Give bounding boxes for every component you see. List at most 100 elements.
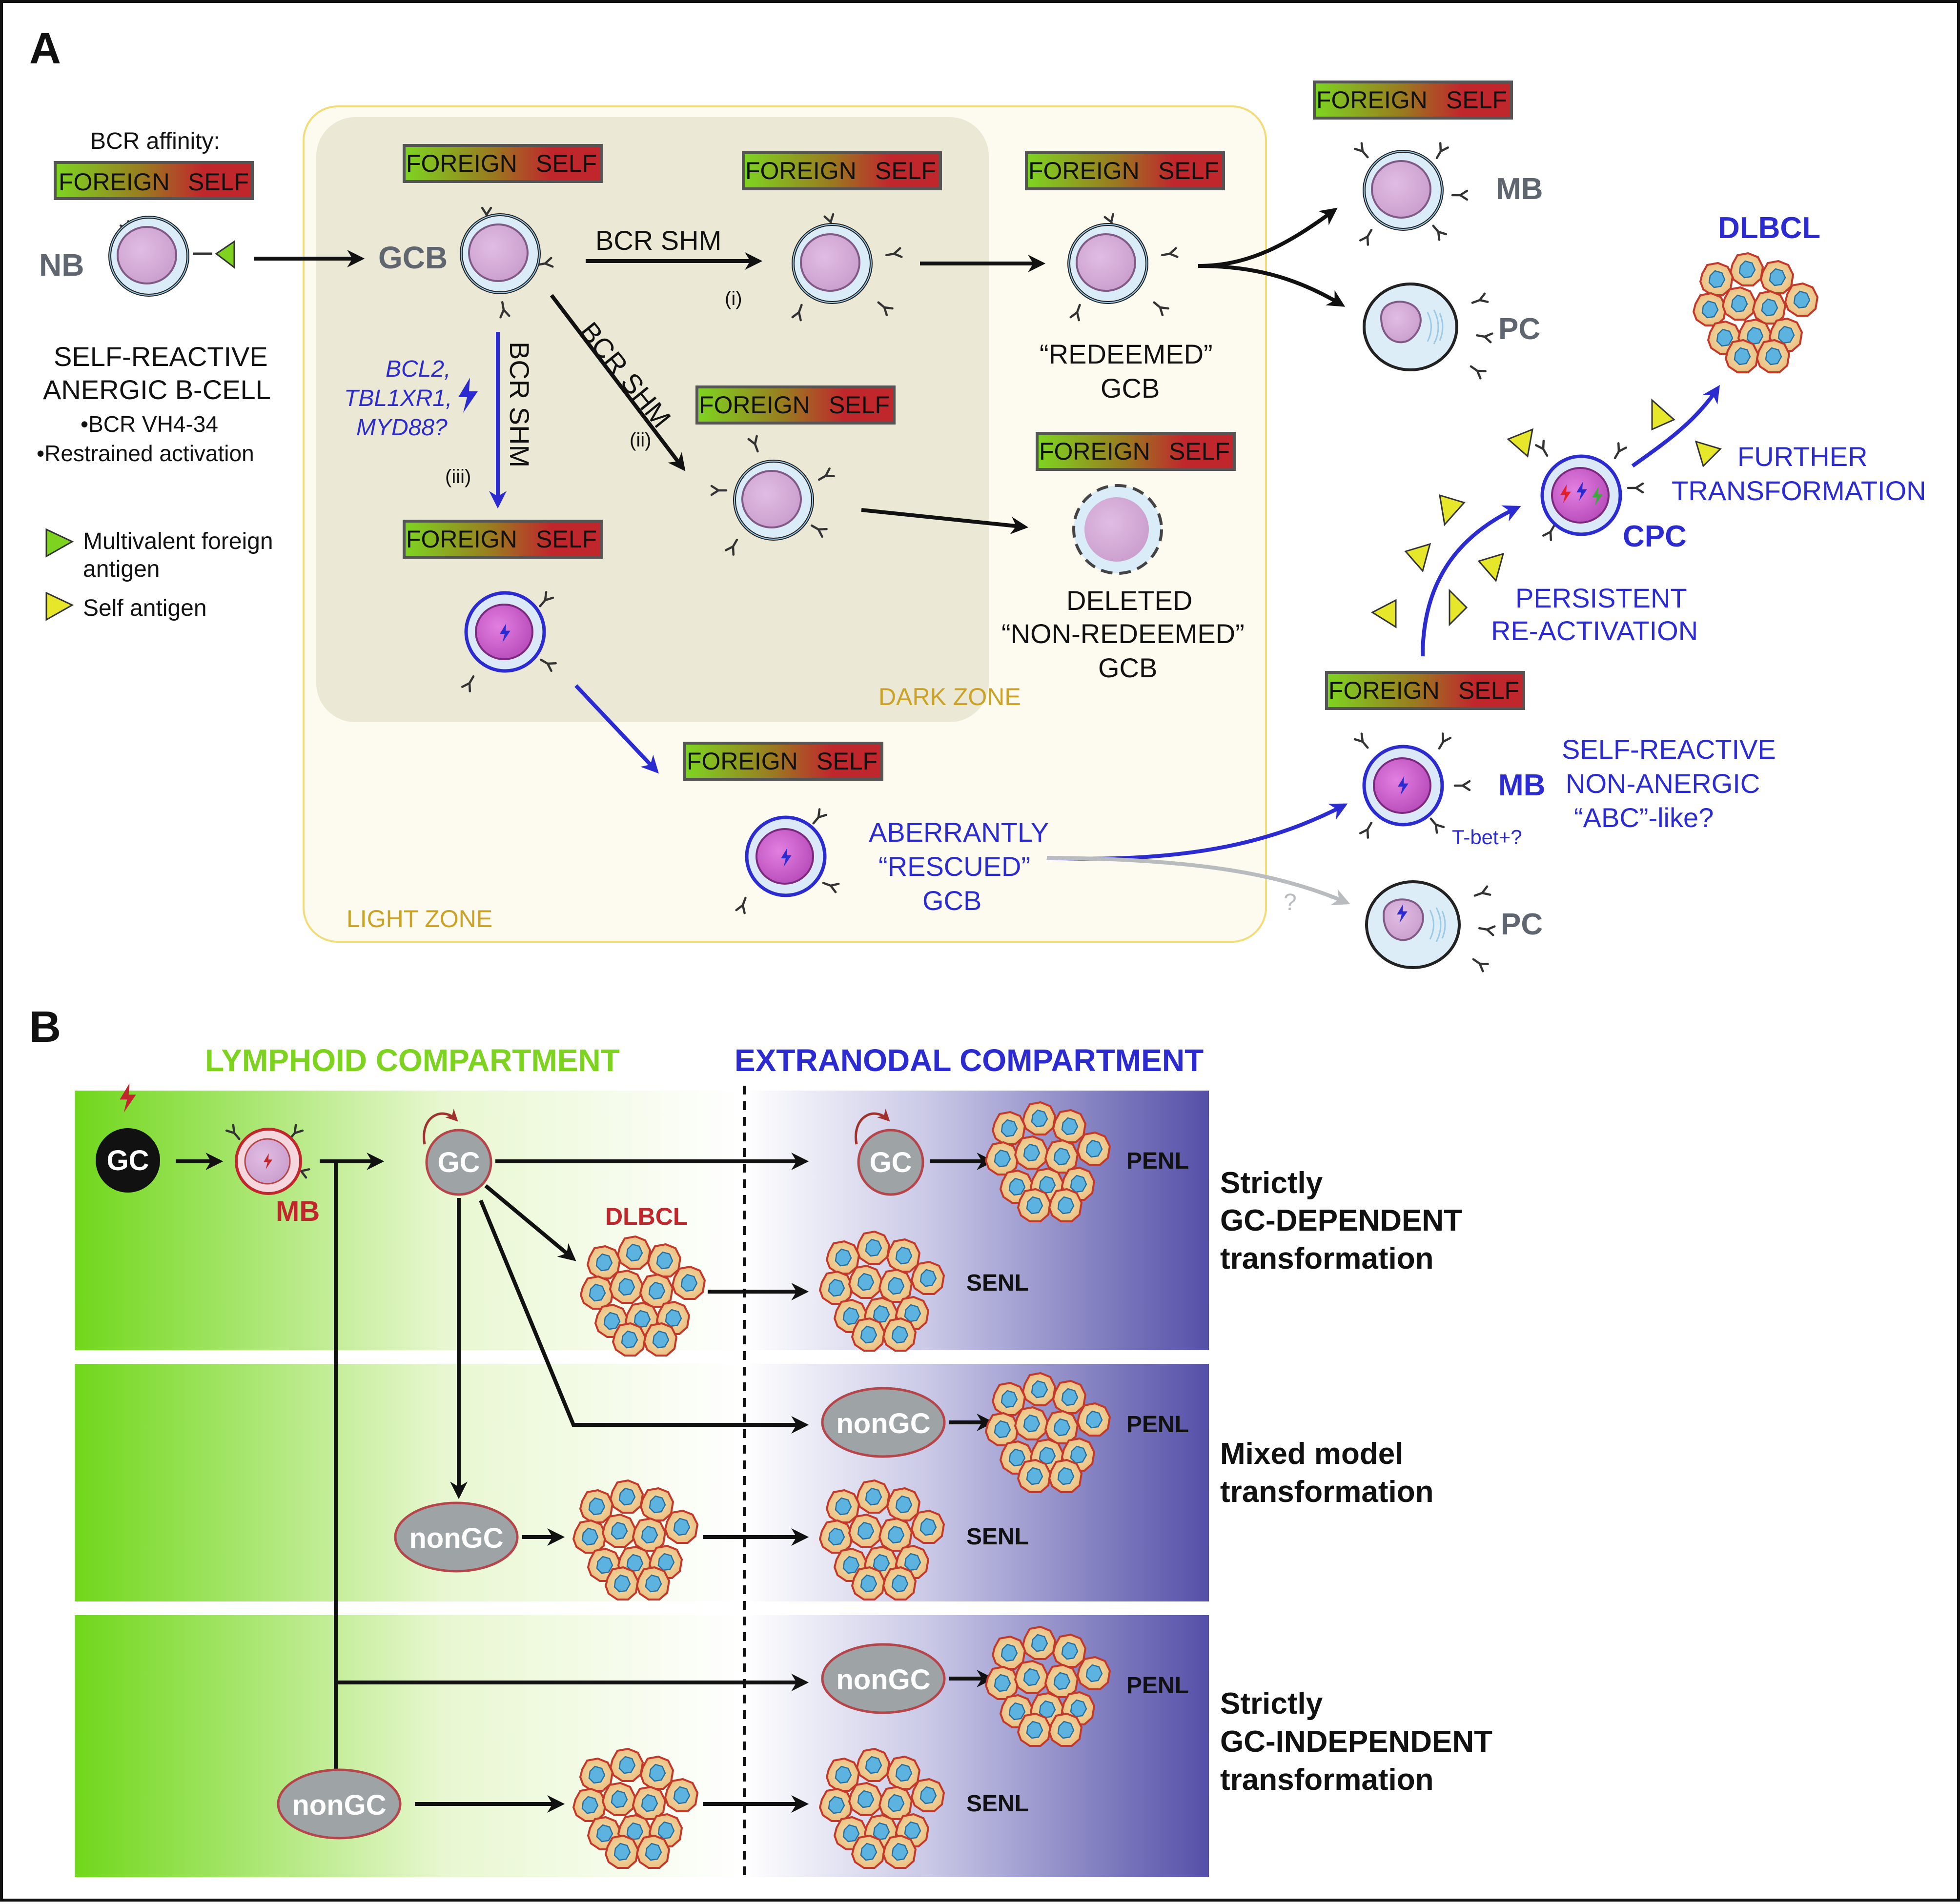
gc2-label: GC	[438, 1147, 480, 1178]
mutations-line3: MYD88?	[356, 415, 448, 441]
affinity-bar-redeemed: FOREIGN SELF	[1025, 151, 1225, 190]
deleted-line2: “NON-REDEEMED”	[1001, 618, 1245, 649]
panel-a: A DARK ZONE LIGHT ZONE FOREIGN SELF BCR …	[29, 24, 1926, 971]
mutations-line1: BCL2,	[386, 356, 450, 382]
nongc-extranodal-node-1	[821, 1387, 946, 1458]
mb-node-b	[226, 1125, 309, 1195]
gc-extranodal-label: GC	[870, 1147, 912, 1178]
gc2-node	[423, 1109, 492, 1196]
bar-self-label: SELF	[875, 157, 936, 184]
mb-cell-self-reactive	[1355, 733, 1470, 837]
nb-label: NB	[39, 247, 84, 283]
senl-label-2: SENL	[966, 1524, 1029, 1550]
bar-foreign-label: FOREIGN	[406, 526, 517, 553]
mb-label-self-reactive: MB	[1498, 769, 1545, 802]
nb-bullet1: •BCR VH4-34	[81, 411, 218, 437]
penl-label-2: PENL	[1126, 1412, 1189, 1438]
bar-self-label: SELF	[817, 748, 878, 775]
persistent-line1: PERSISTENT	[1515, 583, 1687, 613]
band-gc-independent	[75, 1615, 1209, 1877]
bcr-shm-i-label: BCR SHM	[595, 225, 721, 256]
penl-label-3: PENL	[1126, 1673, 1189, 1699]
arrow-ii-to-deleted	[861, 508, 1029, 534]
nongc-extranodal-node-3	[821, 1643, 946, 1714]
arrow-gcb-to-ii	[550, 294, 686, 471]
panel-b: B LYMPHOID COMPARTMENT EXTRANODAL COMPAR…	[29, 1003, 1492, 1879]
path-i-label: (i)	[725, 288, 742, 309]
bar-self-label: SELF	[1169, 438, 1230, 465]
mb-cell-top	[1355, 143, 1467, 244]
model1-line1: Strictly	[1220, 1166, 1323, 1200]
bar-self-label: SELF	[1458, 677, 1519, 704]
pc-cell-bottom	[1367, 882, 1494, 971]
nongc-lymphoid-node-4	[277, 1768, 402, 1840]
bcr-shm-iii-label: BCR SHM	[504, 342, 535, 467]
model2-line1: Mixed model	[1220, 1437, 1404, 1471]
self-reactive-line3: “ABC”-like?	[1574, 802, 1714, 833]
bar-self-label: SELF	[536, 150, 597, 177]
nb-cell	[110, 217, 235, 295]
mb-label-top: MB	[1496, 172, 1543, 206]
arrow-rescued-to-pc	[1046, 856, 1350, 906]
bar-self-label: SELF	[188, 168, 249, 196]
dark-zone-label: DARK ZONE	[878, 683, 1021, 710]
nb-bullet2: •Restrained activation	[37, 441, 254, 466]
affinity-bar-deleted: FOREIGN SELF	[1036, 432, 1236, 471]
nb-desc-line1: SELF-REACTIVE	[54, 341, 268, 372]
self-reactive-line2: NON-ANERGIC	[1566, 768, 1760, 799]
arrow-redeemed-to-pc	[1198, 264, 1346, 307]
bar-self-label: SELF	[536, 526, 597, 553]
redeemed-line2: GCB	[1101, 373, 1160, 404]
arrow-gc2-to-dlbcl	[484, 1184, 576, 1261]
model1-line3: transformation	[1220, 1242, 1433, 1276]
nongc-lymphoid-label-4: nonGC	[292, 1789, 386, 1821]
model3-line1: Strictly	[1220, 1687, 1323, 1721]
pc-cell-top	[1364, 284, 1492, 378]
rescued-line2: “RESCUED”	[878, 851, 1030, 882]
bar-self-label: SELF	[829, 391, 890, 419]
bar-self-label: SELF	[1158, 157, 1219, 184]
rescued-line1: ABERRANTLY	[869, 817, 1049, 848]
extranodal-compartment-title: EXTRANODAL COMPARTMENT	[735, 1043, 1204, 1078]
affinity-bar-ii: FOREIGN SELF	[695, 385, 896, 425]
arrow-cpc-to-dlbcl	[1631, 385, 1720, 468]
arrow-gc2-to-nongc-extranodal	[479, 1199, 809, 1434]
legend-multivalent-line1: Multivalent foreign	[83, 528, 273, 554]
model2-line2: transformation	[1220, 1475, 1433, 1509]
panel-a-label: A	[29, 24, 61, 73]
arrow-mb-to-cpc	[1421, 505, 1521, 657]
legend-foreign-antigen-icon	[45, 528, 74, 558]
model3-line3: transformation	[1220, 1763, 1433, 1797]
affinity-bar-self-mb: FOREIGN SELF	[1325, 671, 1525, 710]
senl-label-4: SENL	[966, 1791, 1029, 1817]
tbet-label: T-bet+?	[1452, 826, 1522, 849]
cpc-label: CPC	[1623, 520, 1687, 553]
arrow-iii-to-rescued	[574, 684, 659, 774]
bar-foreign-label: FOREIGN	[745, 157, 857, 184]
persistent-line2: RE-ACTIVATION	[1491, 615, 1698, 646]
nongc-extranodal-label-1: nonGC	[836, 1408, 930, 1439]
gc-origin-label: GC	[107, 1145, 149, 1176]
gc-extranodal-node	[855, 1109, 924, 1196]
affinity-bar-rescued: FOREIGN SELF	[683, 742, 883, 781]
self-antigen-triangles	[1370, 398, 1722, 628]
affinity-bar-iii: FOREIGN SELF	[403, 520, 603, 559]
deleted-line1: DELETED	[1066, 585, 1192, 616]
panel-b-label: B	[29, 1003, 61, 1052]
bar-foreign-label: FOREIGN	[1039, 438, 1150, 465]
bar-foreign-label: FOREIGN	[1028, 157, 1140, 184]
nongc-extranodal-label-3: nonGC	[836, 1664, 930, 1696]
pc-label-top: PC	[1498, 312, 1540, 346]
bcr-affinity-title: BCR affinity:	[90, 128, 220, 154]
mb-label-b: MB	[276, 1195, 320, 1227]
path-ii-label: (ii)	[630, 429, 651, 451]
pc-label-bottom: PC	[1501, 908, 1543, 941]
bar-foreign-label: FOREIGN	[1316, 86, 1428, 114]
affinity-bar-gcb: FOREIGN SELF	[403, 144, 603, 183]
nb-desc-line2: ANERGIC B-CELL	[43, 374, 271, 405]
nongc-lymphoid-label-2: nonGC	[409, 1522, 503, 1554]
bar-foreign-label: FOREIGN	[687, 748, 798, 775]
bar-foreign-label: FOREIGN	[699, 391, 810, 419]
